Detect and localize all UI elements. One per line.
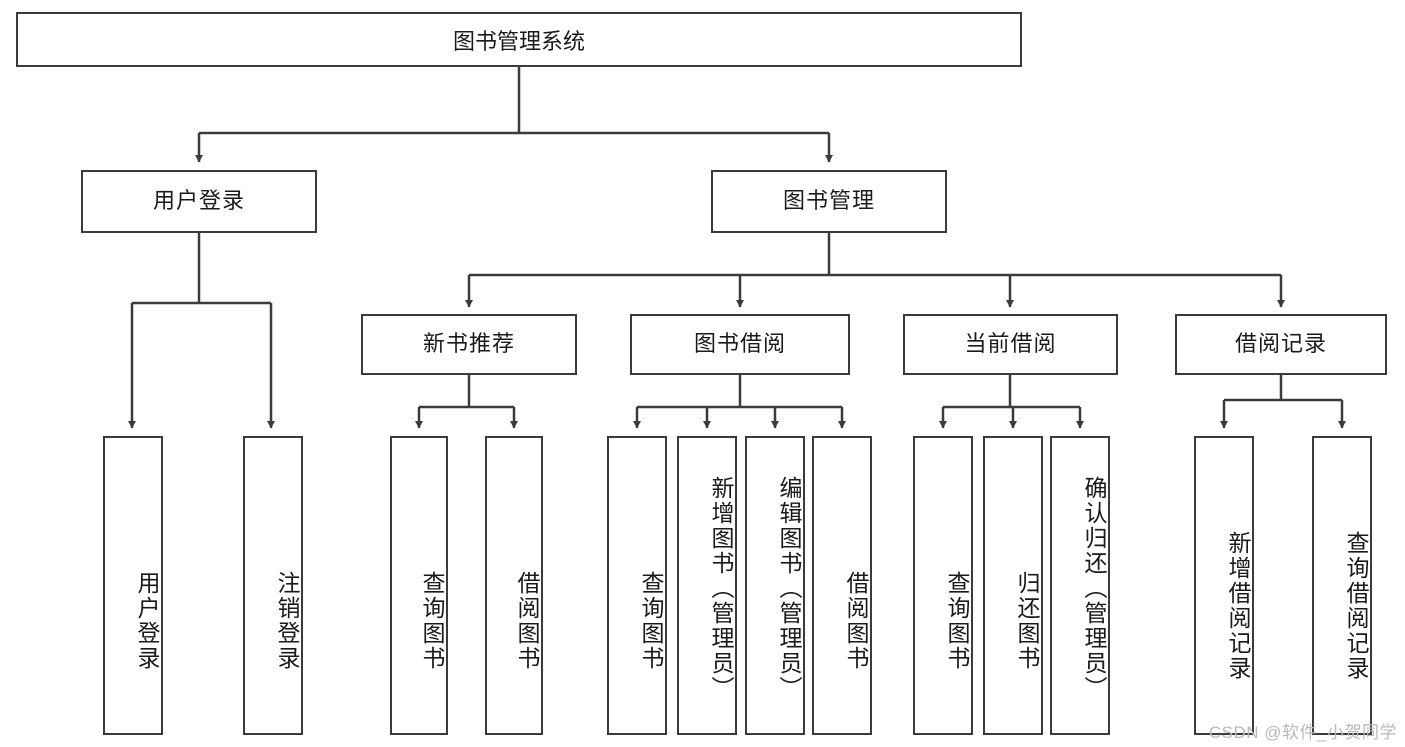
node-borrow-record[interactable]: 借阅记录 (1175, 314, 1387, 375)
leaf-confirm-return-admin[interactable]: 确认归还（管理员） (1050, 436, 1110, 735)
leaf-add-borrow-record[interactable]: 新增借阅记录 (1194, 436, 1254, 735)
leaf-user-login[interactable]: 用户登录 (103, 436, 163, 735)
node-root-system[interactable]: 图书管理系统 (16, 12, 1022, 67)
node-book-manage[interactable]: 图书管理 (711, 170, 947, 233)
leaf-return-book[interactable]: 归还图书 (983, 436, 1043, 735)
leaf-query-book-current[interactable]: 查询图书 (913, 436, 973, 735)
leaf-add-book-admin[interactable]: 新增图书（管理员） (677, 436, 737, 735)
leaf-borrow-book-borrow[interactable]: 借阅图书 (812, 436, 872, 735)
node-book-borrow[interactable]: 图书借阅 (630, 314, 850, 375)
leaf-logout-login[interactable]: 注销登录 (243, 436, 303, 735)
node-current-borrow[interactable]: 当前借阅 (903, 314, 1118, 375)
node-user-login[interactable]: 用户登录 (81, 170, 317, 233)
leaf-query-book-recommend[interactable]: 查询图书 (390, 436, 448, 735)
leaf-query-book-borrow[interactable]: 查询图书 (607, 436, 667, 735)
watermark-credit: CSDN @软件_小贺同学 (1208, 723, 1397, 742)
leaf-edit-book-admin[interactable]: 编辑图书（管理员） (745, 436, 805, 735)
node-new-book-recommend[interactable]: 新书推荐 (361, 314, 577, 375)
leaf-borrow-book-recommend[interactable]: 借阅图书 (485, 436, 543, 735)
leaf-query-borrow-record[interactable]: 查询借阅记录 (1312, 436, 1372, 735)
